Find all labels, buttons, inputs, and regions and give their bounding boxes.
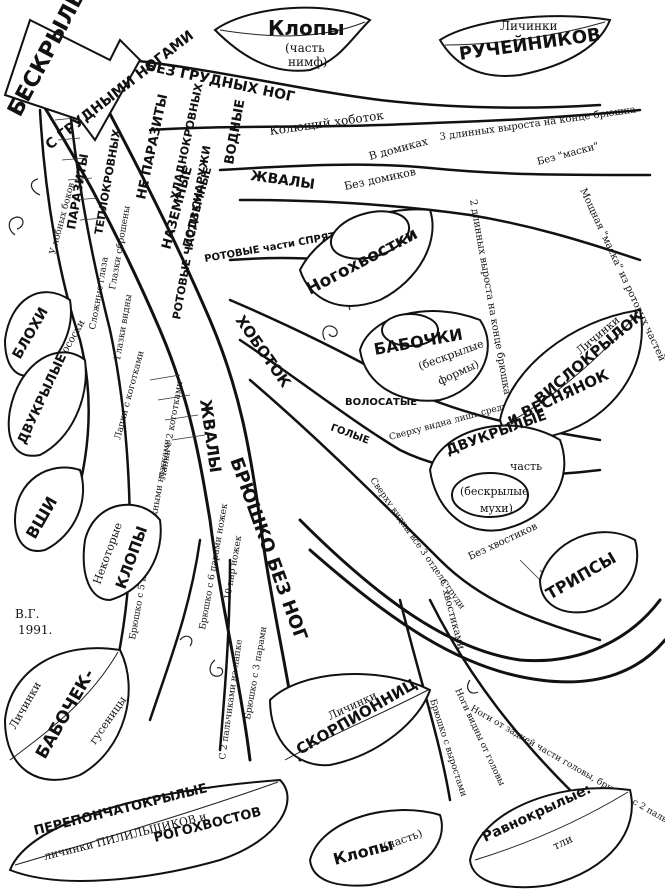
label-kolyuschiy: Колющий хоботок: [268, 108, 385, 138]
leaf-lichinki-skorpionnits: Личинки СКОРПИОННИЦ: [268, 672, 432, 767]
leaf-dvukrylye-mushki: ДВУКРЫЛЫЕ часть (бескрылые мухи): [428, 408, 566, 532]
leaf-bloshki: БЛОХИ: [3, 291, 72, 377]
leaf-klopy-nimfy: Клопы (часть нимф): [213, 6, 372, 72]
leaf-lichinki-babochek: Личинки БАБОЧЕК- гусеницы: [3, 647, 130, 781]
leaf-dvukrylye-line3: (бескрылые: [460, 485, 529, 498]
leaf-klopy-nimfy-line2: (часть: [285, 41, 325, 55]
leaf-lichinki-rucheynikov: Личинки РУЧЕЙНИКОВ: [438, 15, 612, 77]
signature-initials: В.Г.: [15, 607, 39, 621]
leaf-babochki: БАБОЧКИ (бескрылые формы): [358, 310, 489, 402]
leaf-vshi: ВШИ: [13, 466, 85, 552]
leaf-klopy-nimfy-line3: нимф): [288, 55, 327, 69]
leaf-tripsy: ТРИПСЫ: [538, 531, 639, 614]
label-volosatye: ВОЛОСАТЫЕ: [345, 397, 417, 408]
label-glazki-sbrosheny: Глазки сброшены: [107, 205, 133, 291]
label-glazki-vidny: Глазки видны: [113, 294, 134, 361]
label-brushko-3-par: Брюшко с 3 парами: [243, 626, 269, 721]
label-bez-maski: Без "маски": [536, 141, 600, 168]
leaf-dvukrylye-line4: мухи): [480, 502, 513, 515]
label-bez-domikov: Без домиков: [343, 165, 417, 193]
label-v-domikah: В домиках: [367, 134, 430, 162]
leaf-nogohvostki: Ногохвостки: [298, 208, 434, 307]
label-vodnye: ВОДНЫЕ: [222, 98, 248, 165]
leaf-ravnokrylye: Равнокрылые: тли: [468, 781, 633, 889]
label-tri-dlinnyh: 3 длинных выроста на конце брюшка: [439, 105, 637, 143]
label-lapki-s-kogotkami: Лапки с коготками: [113, 350, 146, 441]
label-ne-parazity: НЕ ПАРАЗИТЫ: [134, 93, 171, 201]
label-zhvaly-upper: ЖВАЛЫ: [249, 168, 315, 193]
signature-year: 1991.: [18, 623, 52, 637]
leaf-klopy-nimfy-line1: Клопы: [268, 16, 345, 40]
leaf-klopy-chast: Клопы (часть): [308, 809, 443, 887]
label-bryushko-10-par: 10 пар ножек: [223, 534, 244, 600]
leaf-rucheynikov-line1: Личинки: [500, 19, 557, 33]
leaf-nekotorye-klopy: Некоторые КЛОПЫ: [82, 503, 162, 602]
artist-signature: В.Г. 1991.: [15, 607, 52, 637]
leaf-dvukrylye-line2: часть: [510, 460, 542, 473]
leaf-pereponchatokrylye: ПЕРЕПОНЧАТОКРЫЛЫЕ- личинки ПИЛИЛЬЩИКОВ и…: [8, 778, 289, 882]
